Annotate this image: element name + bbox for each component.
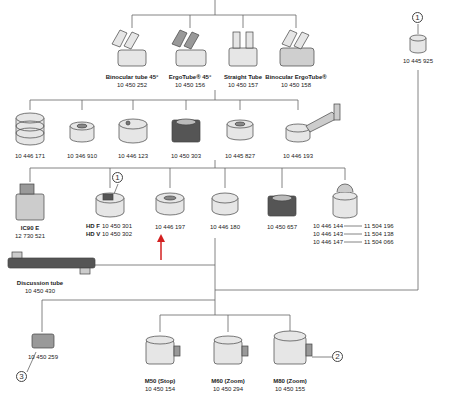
part-name: M50 (Stop) xyxy=(145,378,176,385)
part-number: 10 450 301 xyxy=(102,223,132,230)
part-drawings xyxy=(8,30,426,364)
part-number: 10 450 157 xyxy=(228,82,258,89)
part-number: 10 450 252 xyxy=(117,82,147,89)
part-name: HD F xyxy=(86,223,100,230)
callout-circle: 3 xyxy=(16,371,27,382)
part-number: 11 504 138 xyxy=(364,231,394,238)
part-name: M80 (Zoom) xyxy=(273,378,307,385)
part-number: 10 446 197 xyxy=(155,224,185,231)
part-number: 10 450 259 xyxy=(28,354,58,361)
part-number: 10 450 294 xyxy=(213,386,243,393)
callout-circle: 2 xyxy=(332,351,343,362)
part-number: 12 730 521 xyxy=(15,233,45,240)
part-number: 10 450 155 xyxy=(275,386,305,393)
part-number: 10 445 827 xyxy=(225,153,255,160)
callout-number: 3 xyxy=(19,373,23,381)
red-arrow xyxy=(157,234,165,260)
part-number: 10 450 302 xyxy=(102,231,132,238)
part-number: 10 346 910 xyxy=(67,153,97,160)
part-name: Discussion tube xyxy=(17,280,63,287)
part-name: ErgoTube® 45° xyxy=(169,74,212,81)
callout-circle: 1 xyxy=(112,172,123,183)
part-number: 10 446 180 xyxy=(210,224,240,231)
part-name: IC90 E xyxy=(21,225,39,232)
part-number: 11 504 066 xyxy=(364,239,394,246)
part-name: M60 (Zoom) xyxy=(211,378,245,385)
part-number: 10 450 657 xyxy=(267,224,297,231)
part-number: 10 450 303 xyxy=(171,153,201,160)
part-number: 10 445 925 xyxy=(403,58,433,65)
part-name: HD V xyxy=(86,231,100,238)
part-number: 10 446 147 xyxy=(313,239,343,246)
part-number: 10 450 154 xyxy=(145,386,175,393)
callout-number: 1 xyxy=(415,14,419,22)
part-number: 10 446 143 xyxy=(313,231,343,238)
callout-circle: 1 xyxy=(412,12,423,23)
connection-lines xyxy=(27,0,418,372)
part-number: 10 446 171 xyxy=(15,153,45,160)
part-number: 10 446 193 xyxy=(283,153,313,160)
part-number: 10 446 123 xyxy=(118,153,148,160)
callout-number: 1 xyxy=(115,174,119,182)
part-name: Straight Tube xyxy=(224,74,262,81)
part-number: 10 450 156 xyxy=(175,82,205,89)
callout-number: 2 xyxy=(335,353,339,361)
part-name: Binocular ErgoTube® xyxy=(265,74,326,81)
part-name: Binocular tube 45° xyxy=(106,74,159,81)
part-number: 10 450 430 xyxy=(25,288,55,295)
part-number: 11 504 196 xyxy=(364,223,394,230)
part-number: 10 446 144 xyxy=(313,223,343,230)
part-number: 10 450 158 xyxy=(281,82,311,89)
